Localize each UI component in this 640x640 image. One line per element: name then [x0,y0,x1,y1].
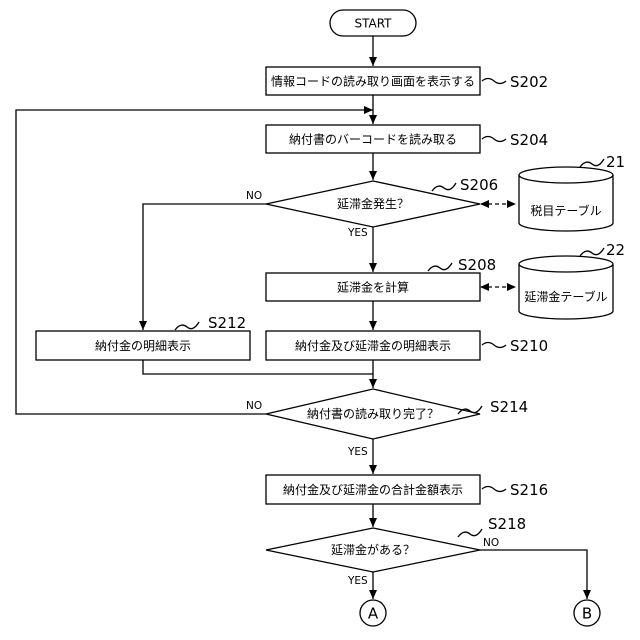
ref-tilde-s218 [458,529,482,537]
ref-tilde-s206 [432,183,456,191]
ref-tilde-21 [580,159,604,167]
step-ref-s212: S212 [208,314,246,332]
connector-a-label: A [368,605,379,623]
ref-tilde-s208 [428,263,452,271]
step-ref-s216: S216 [510,481,548,499]
branch-no-s218: NO [483,537,499,549]
ref-tilde-s212 [175,322,199,330]
step-ref-s210: S210 [510,337,548,355]
step-ref-s206: S206 [460,176,498,194]
database-22-ref: 22 [606,241,625,259]
database-21-top [519,167,613,183]
step-label-s210: 納付金及び延滞金の明細表示 [295,338,451,353]
database-21-label: 税目テーブル [530,203,601,218]
step-ref-s204: S204 [510,131,548,149]
branch-no-s206: NO [246,190,262,202]
arrow-s218-no-b [480,550,587,599]
arrow-s206-no-s212 [143,204,266,330]
branch-yes-s214: YES [347,446,368,458]
branch-no-s214: NO [246,400,262,412]
step-label-s212: 納付金の明細表示 [95,338,191,353]
step-ref-s218: S218 [488,515,526,533]
database-22-label: 延滞金テーブル [524,289,607,304]
branch-yes-s206: YES [347,227,368,239]
database-22-top [519,256,613,272]
ref-tilde-s216 [482,487,506,492]
arrow-s214-no-loop [16,110,373,414]
step-label-s204: 納付書のバーコードを読み取る [289,132,457,147]
step-ref-s214: S214 [490,398,528,416]
step-label-s216: 納付金及び延滞金の合計金額表示 [283,482,463,497]
step-ref-s202: S202 [510,73,548,91]
step-ref-s208: S208 [458,256,496,274]
line-s212-merge [143,360,373,374]
start-label: START [354,17,392,31]
decision-label-s214: 納付書の読み取り完了？ [307,406,439,421]
step-label-s202: 情報コードの読み取り画面を表示する [271,74,475,89]
ref-tilde-22 [580,248,604,256]
ref-tilde-s210 [482,343,506,348]
decision-label-s218: 延滞金がある？ [331,542,415,557]
ref-tilde-s204 [482,137,506,142]
decision-label-s206: 延滞金発生？ [337,196,409,211]
branch-yes-s218: YES [347,575,368,587]
connector-b-label: B [582,605,592,623]
ref-tilde-s202 [482,79,506,84]
step-label-s208: 延滞金を計算 [337,280,409,295]
database-21-ref: 21 [606,153,625,171]
